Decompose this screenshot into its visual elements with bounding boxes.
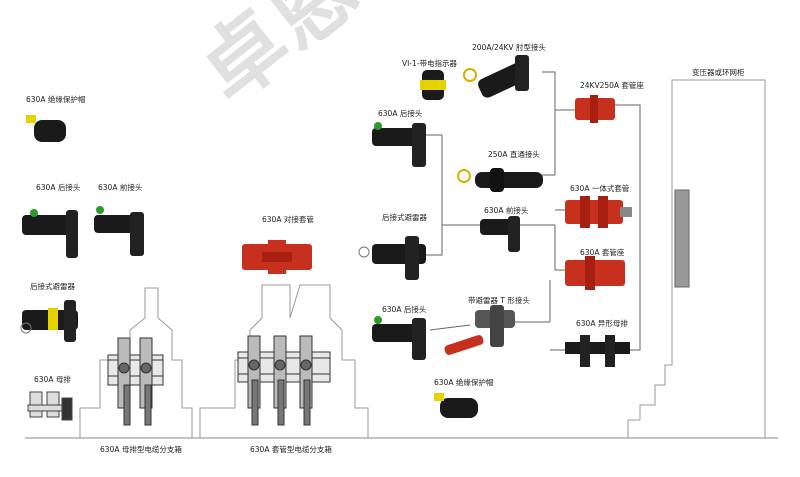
label-front-connector-mid: 630A 前接头 xyxy=(484,206,529,215)
label-bushing-seat-630: 630A 套管座 xyxy=(580,248,625,257)
rear-connector-top-icon xyxy=(372,122,426,167)
rear-connector-left-icon xyxy=(22,209,78,258)
indicator-icon xyxy=(420,70,446,100)
transformer-outline xyxy=(627,79,766,438)
label-straight-250: 250A 直通接头 xyxy=(488,150,540,159)
front-connector-mid-icon xyxy=(480,216,520,252)
label-transformer: 变压器或环网柜 xyxy=(692,68,745,77)
label-elbow-200: 200A/24KV 肘型接头 xyxy=(472,43,546,52)
special-busbar-icon xyxy=(565,335,630,367)
label-rear-connector-bottom: 630A 后接头 xyxy=(382,305,427,314)
connection-lines xyxy=(426,71,641,351)
integrated-bushing-icon xyxy=(565,196,632,228)
front-connector-left-icon xyxy=(94,206,144,256)
rear-connector-bottom-icon xyxy=(372,316,426,360)
bushing-adapter-icon xyxy=(242,240,312,274)
busbar-cabinet-internals xyxy=(107,337,164,426)
bushing-seat-24kv-icon xyxy=(575,95,615,123)
label-rear-connector-top: 630A 后接头 xyxy=(378,109,423,118)
transformer-bushing-plate xyxy=(674,189,690,288)
label-rear-arrester-left: 后接式避雷器 xyxy=(30,282,75,291)
label-bushing-box: 630A 套管型电缆分支箱 xyxy=(250,445,332,454)
label-rear-connector-left: 630A 后接头 xyxy=(36,183,81,192)
straight-250-icon xyxy=(457,168,543,192)
label-insulation-cap-left: 630A 绝缘保护帽 xyxy=(26,95,86,104)
label-bushing-seat-24kv: 24KV250A 套管座 xyxy=(580,81,644,90)
arrester-t-connector-icon xyxy=(444,305,515,355)
bushing-seat-630-icon xyxy=(565,256,625,290)
busbar-left-icon xyxy=(27,391,73,421)
elbow-200-icon xyxy=(463,55,529,98)
label-integrated-bushing: 630A 一体式套管 xyxy=(570,184,630,193)
label-rear-arrester-mid: 后接式避雷器 xyxy=(382,213,427,222)
label-insulation-cap-bottom: 630A 绝缘保护帽 xyxy=(434,378,494,387)
bushing-cabinet-outline xyxy=(199,284,369,438)
insulation-cap-left-icon xyxy=(26,115,66,142)
insulation-cap-bottom-icon xyxy=(434,393,478,418)
label-indicator: VI-1-带电指示器 xyxy=(402,59,458,68)
bushing-cabinet-internals xyxy=(237,335,331,426)
rear-arrester-left-icon xyxy=(20,300,78,342)
label-busbar-left: 630A 母排 xyxy=(34,375,71,384)
label-arrester-t: 带避雷器 T 形接头 xyxy=(468,296,530,305)
label-special-busbar: 630A 异形母排 xyxy=(576,319,628,328)
busbar-cabinet-outline xyxy=(79,287,193,438)
rear-arrester-mid-icon xyxy=(358,236,426,280)
label-busbar-box: 630A 母排型电缆分支箱 xyxy=(100,445,182,454)
label-front-connector-left: 630A 前接头 xyxy=(98,183,143,192)
label-bushing-adapter: 630A 对接套管 xyxy=(262,215,314,224)
